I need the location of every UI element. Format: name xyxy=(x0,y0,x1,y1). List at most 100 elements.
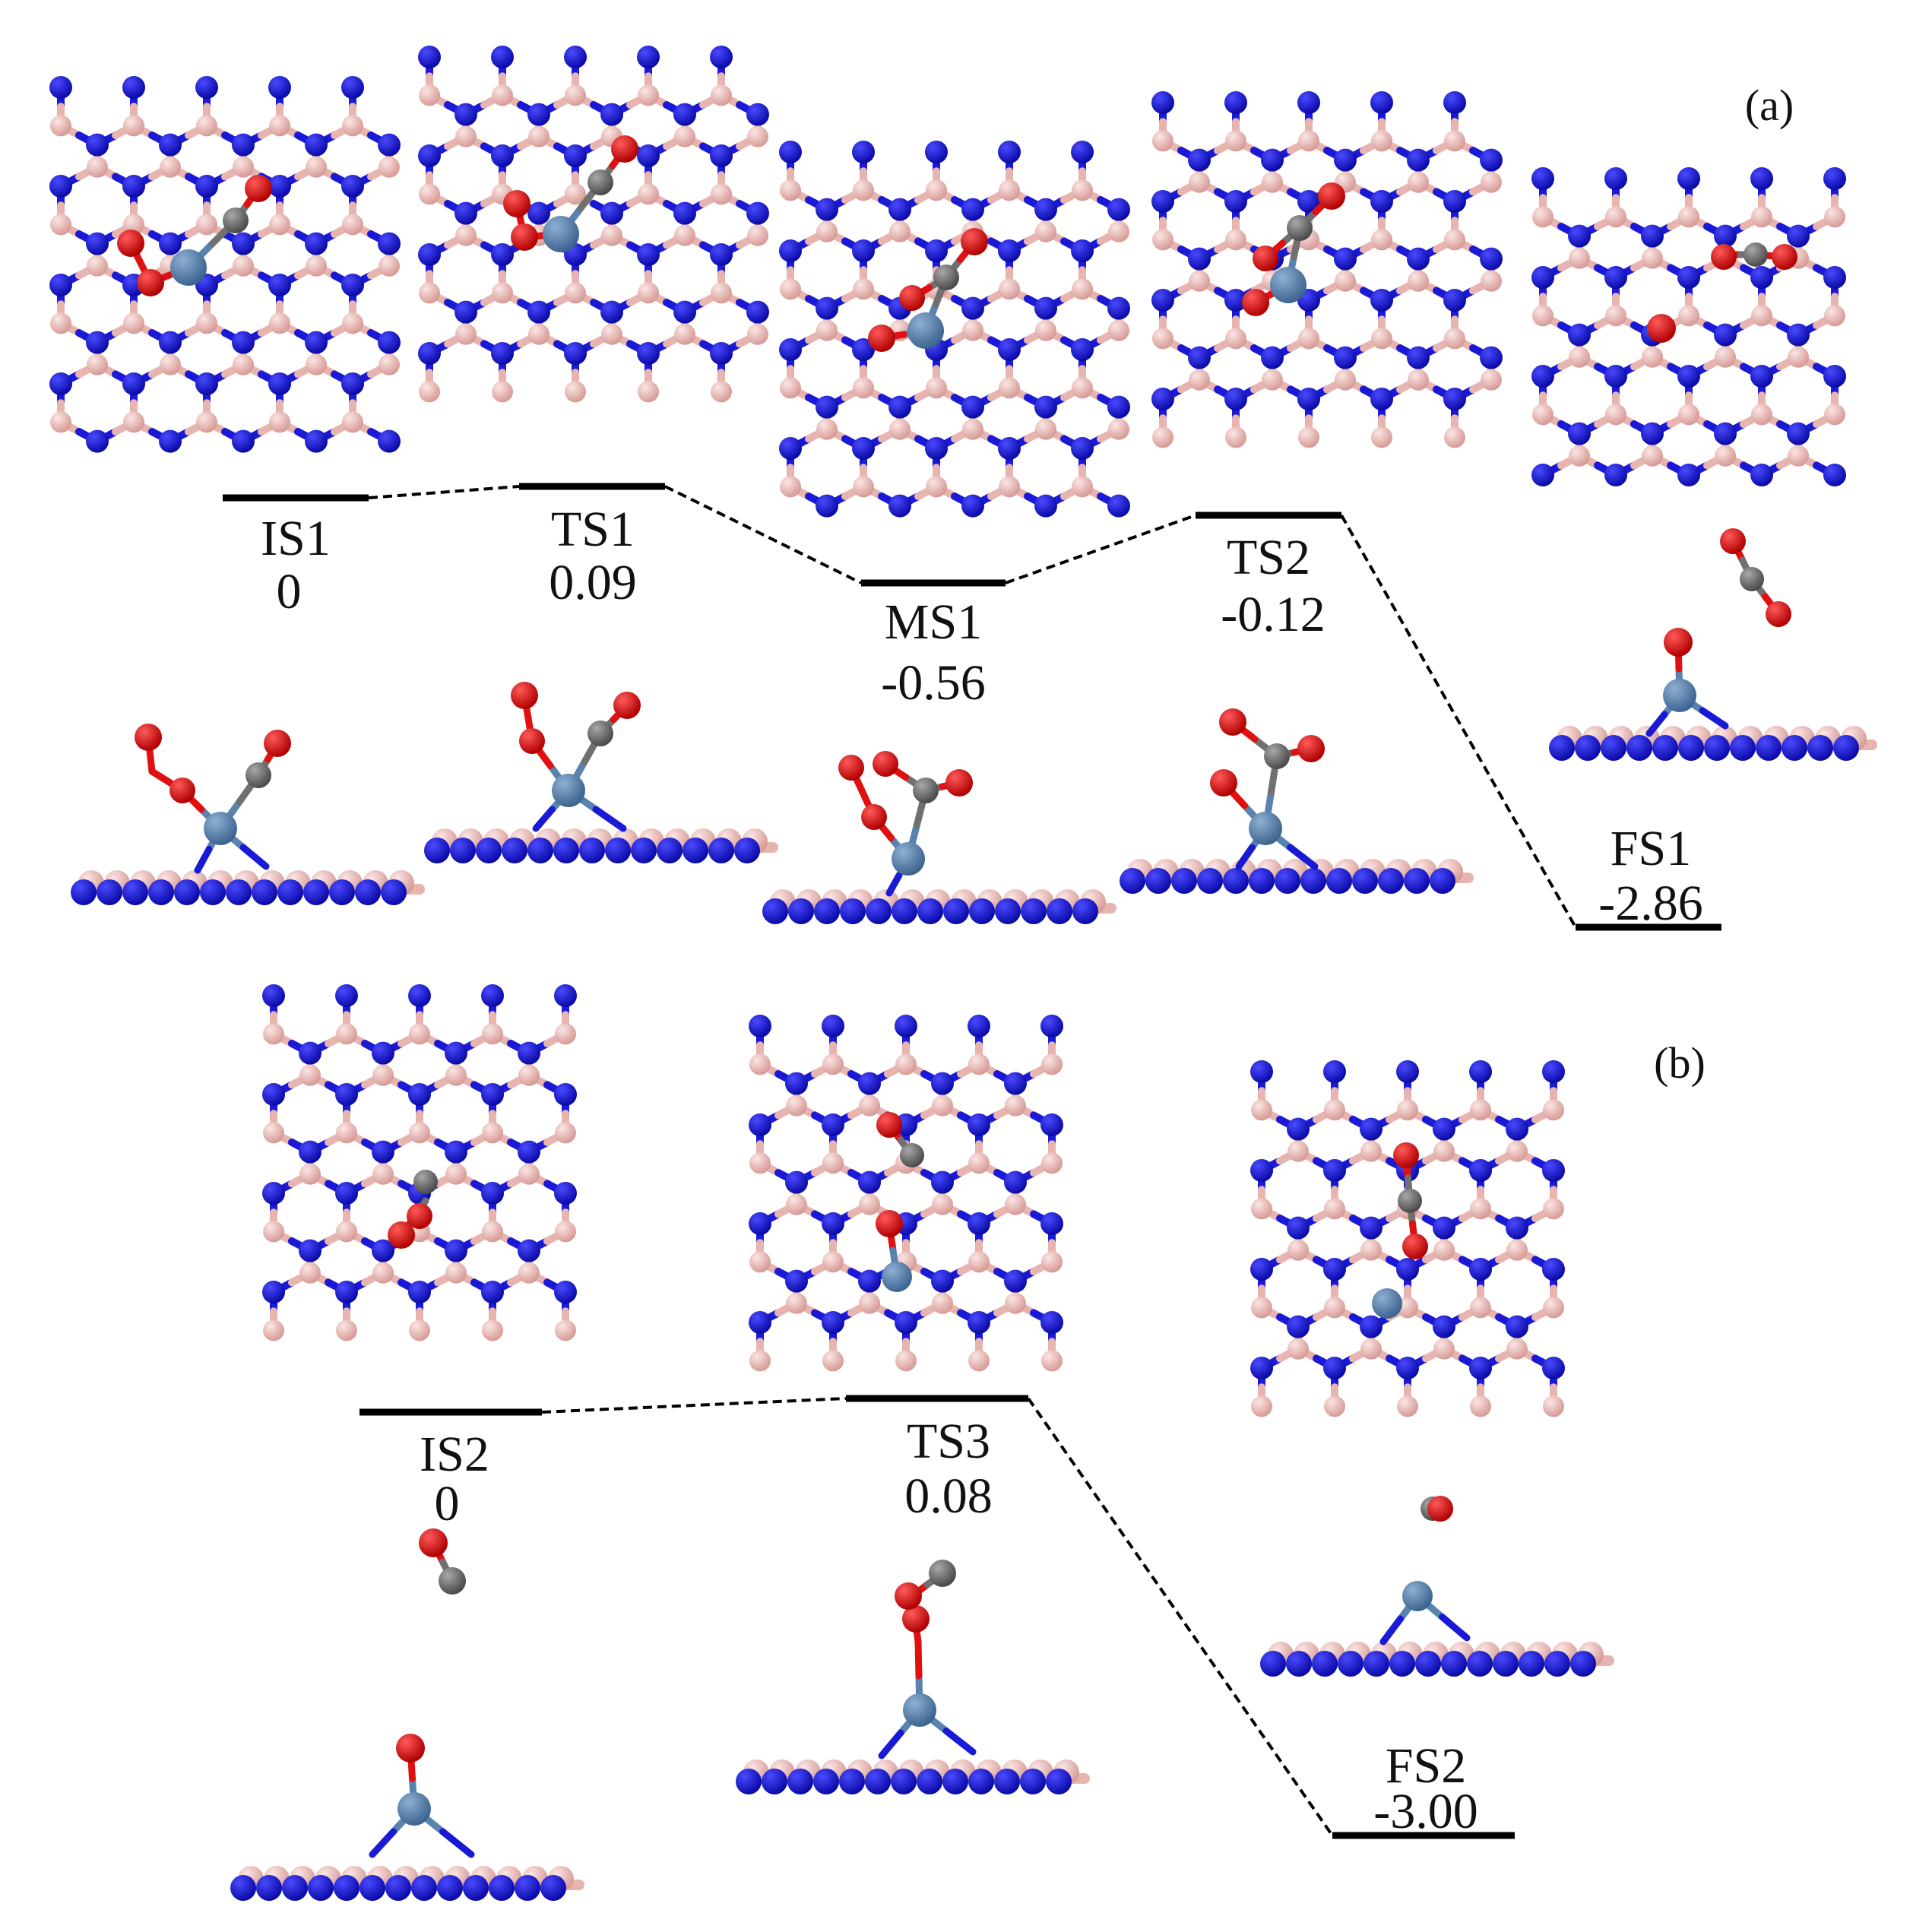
nitrogen-atom xyxy=(998,239,1021,262)
oxygen-atom xyxy=(419,1528,448,1557)
nitrogen-atom xyxy=(122,175,145,198)
nitrogen-atom xyxy=(1300,868,1326,894)
nitrogen-atom xyxy=(1782,735,1807,761)
carbon-atom xyxy=(245,762,271,788)
structures-layer xyxy=(49,46,1877,1901)
boron-atom xyxy=(196,312,217,334)
nitrogen-atom xyxy=(1730,735,1756,761)
nitrogen-atom xyxy=(1334,148,1357,172)
carbon-atom xyxy=(413,1170,438,1194)
boron-atom xyxy=(409,1122,430,1144)
nitrogen-atom xyxy=(631,838,657,863)
oxygen-atom xyxy=(895,1582,922,1610)
nitrogen-atom xyxy=(673,300,696,324)
boron-atom xyxy=(409,1319,430,1341)
nitrogen-atom xyxy=(1480,346,1503,369)
nitrogen-atom xyxy=(1787,224,1810,248)
boron-atom xyxy=(749,1350,771,1372)
boron-atom xyxy=(1715,445,1736,467)
nitrogen-atom xyxy=(816,395,838,419)
nitrogen-atom xyxy=(917,1769,942,1794)
nitrogen-atom xyxy=(600,103,623,126)
nitrogen-atom xyxy=(489,1875,515,1901)
boron-atom xyxy=(1360,1239,1382,1261)
nitrogen-atom xyxy=(378,429,401,453)
boron-atom xyxy=(263,1122,284,1144)
lattice-top-ms1 xyxy=(779,141,1130,518)
nitrogen-atom xyxy=(787,1769,813,1794)
boron-atom xyxy=(1108,319,1129,341)
nitrogen-atom xyxy=(564,342,587,365)
boron-atom xyxy=(1225,426,1246,448)
nitrogen-atom xyxy=(86,331,109,354)
boron-atom xyxy=(1397,1395,1418,1417)
nitrogen-atom xyxy=(335,1083,358,1106)
boron-atom xyxy=(968,1053,990,1075)
nitrogen-atom xyxy=(378,331,401,354)
nitrogen-atom xyxy=(839,1769,865,1794)
boron-atom xyxy=(1335,270,1356,292)
nitrogen-atom xyxy=(1443,388,1466,410)
nitrogen-atom xyxy=(1323,1060,1346,1083)
nitrogen-atom xyxy=(1443,289,1466,312)
boron-atom xyxy=(895,1350,917,1372)
boron-atom xyxy=(518,1163,540,1185)
slab-side-ts1 xyxy=(424,828,778,863)
side-adsorbate-is1 xyxy=(135,724,291,874)
nitrogen-atom xyxy=(1360,1117,1382,1141)
boron-atom xyxy=(853,179,874,201)
boron-atom xyxy=(1108,220,1129,242)
boron-atom xyxy=(555,1319,576,1341)
boron-atom xyxy=(299,1064,321,1086)
nitrogen-atom xyxy=(418,243,441,266)
boron-atom xyxy=(1433,1338,1455,1360)
state-name-ts1: TS1 xyxy=(551,502,635,557)
nitrogen-atom xyxy=(1034,198,1057,221)
nitrogen-atom xyxy=(1542,1159,1565,1182)
nitrogen-atom xyxy=(277,879,303,905)
connector-ms1-ts2 xyxy=(1005,514,1196,584)
boron-atom xyxy=(336,1122,357,1144)
nitrogen-atom xyxy=(852,141,875,163)
boron-atom xyxy=(1251,1297,1272,1319)
side-adsorbate-fs1 xyxy=(1645,528,1791,737)
nitrogen-atom xyxy=(1072,898,1098,924)
boron-atom xyxy=(482,1319,503,1341)
boron-atom xyxy=(1678,206,1699,228)
nitrogen-atom xyxy=(1568,224,1591,248)
oxygen-atom xyxy=(1711,244,1737,270)
oxygen-atom xyxy=(1664,628,1693,657)
boron-atom xyxy=(419,381,440,403)
nitrogen-atom xyxy=(779,141,802,163)
nitrogen-atom xyxy=(961,395,984,419)
boron-atom xyxy=(1642,445,1663,467)
boron-atom xyxy=(1470,1099,1491,1121)
boron-atom xyxy=(378,156,400,178)
boron-atom xyxy=(1397,1297,1418,1319)
nitrogen-atom xyxy=(673,201,696,225)
boron-atom xyxy=(123,115,144,137)
nitrogen-atom xyxy=(148,879,174,905)
nitrogen-atom xyxy=(1469,1159,1492,1182)
nitrogen-atom xyxy=(1415,1651,1441,1677)
carbon-atom xyxy=(1287,215,1313,241)
connector-ts3-fs2 xyxy=(1027,1397,1334,1837)
nitrogen-atom xyxy=(1004,1072,1027,1095)
nitrogen-atom xyxy=(1151,388,1174,410)
connector-ts2-fs1 xyxy=(1340,515,1577,928)
nitrogen-atom xyxy=(813,1769,839,1794)
boron-atom xyxy=(1543,1099,1564,1121)
metal-atom xyxy=(170,249,207,286)
nitrogen-atom xyxy=(232,331,255,354)
nitrogen-atom xyxy=(1750,266,1773,289)
oxygen-atom xyxy=(137,269,164,296)
nitrogen-atom xyxy=(673,103,696,126)
boron-atom xyxy=(555,1122,576,1144)
nitrogen-atom xyxy=(1542,1258,1565,1281)
adsorbate-is2 xyxy=(388,1170,438,1249)
boron-atom xyxy=(1605,206,1626,228)
nitrogen-atom xyxy=(998,437,1021,460)
boron-atom xyxy=(299,1163,321,1185)
nitrogen-atom xyxy=(481,1281,504,1303)
oxygen-atom xyxy=(1427,1496,1453,1522)
